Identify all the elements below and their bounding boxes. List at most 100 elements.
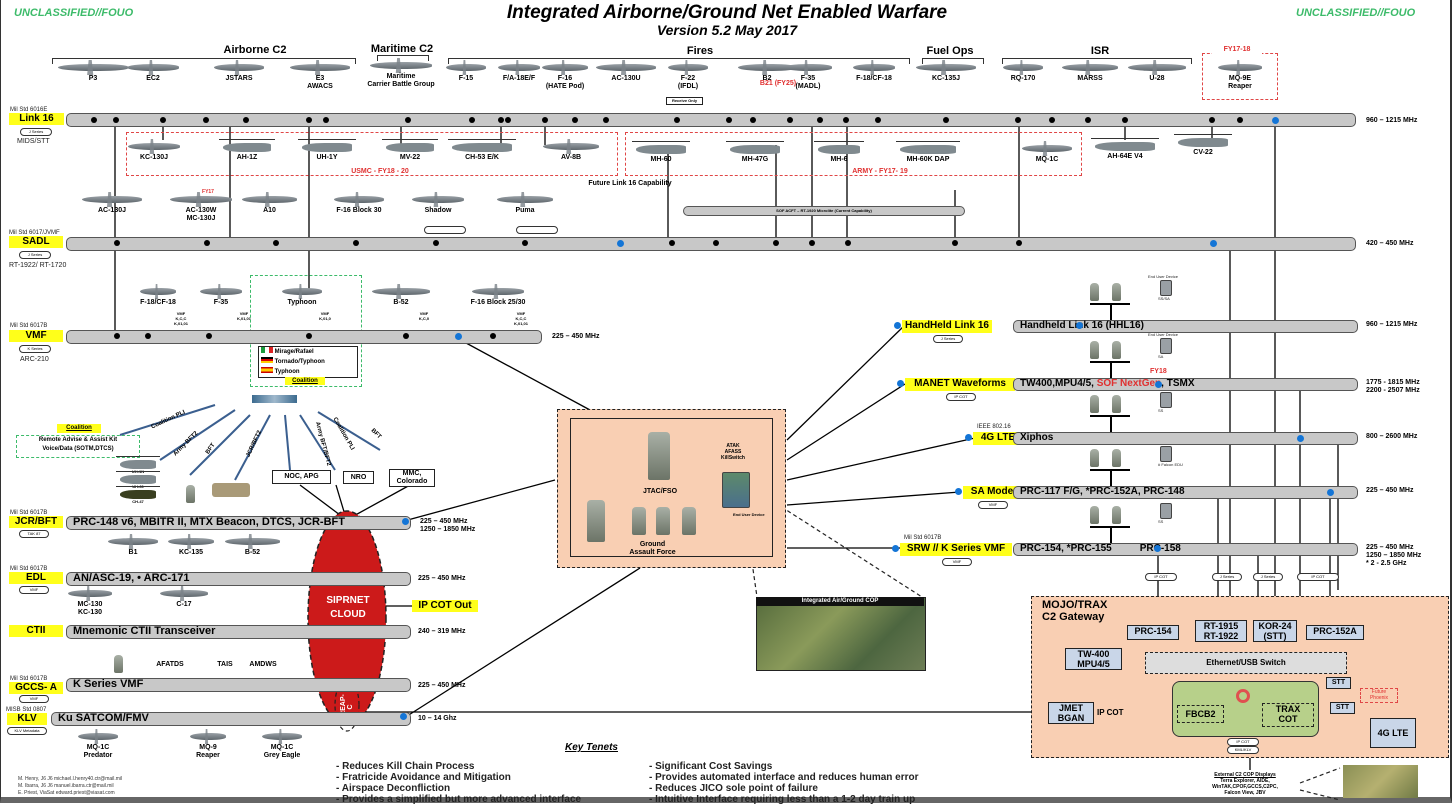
link16-freq: 960 – 1215 MHz [1366, 117, 1418, 124]
assault-label: Ground Assault Force [629, 541, 676, 556]
network-label-jcr[interactable]: JCR/BFT [9, 516, 63, 528]
connection-dot [243, 117, 249, 123]
connection-dot [952, 240, 958, 246]
sadl-platform: A10 [263, 207, 276, 214]
tenets-right: - Significant Cost Savings - Provides au… [649, 761, 919, 805]
connection-dot [353, 240, 359, 246]
bus-hhl16[interactable]: Handheld Link 16 (HHL16) [1013, 320, 1358, 333]
bus-link16[interactable] [66, 113, 1356, 127]
device-sub: SA [1158, 354, 1164, 359]
link-line [454, 336, 591, 411]
tenets-left: - Reduces Kill Chain Process - Fratricid… [336, 761, 581, 805]
army-platform: MQ-1C [1035, 156, 1059, 163]
network-label-klv[interactable]: KLV [7, 713, 47, 725]
link16-platform-icon [668, 64, 708, 71]
bus-ctii[interactable]: Mnemonic CTII Transceiver [66, 625, 411, 639]
vmf-platform: Typhoon [287, 299, 317, 306]
ethernet-switch[interactable]: Ethernet/USB Switch [1145, 652, 1347, 674]
bracket-airborne-c2 [52, 58, 356, 64]
soldier-icon [1112, 449, 1121, 467]
link-line [403, 567, 641, 719]
assault-soldier-icon [656, 507, 670, 535]
endpoint-dot [1155, 381, 1162, 388]
end-user-device-icon [1160, 392, 1172, 408]
bus-manet[interactable]: TW400,MPU4/5, SOF NextGen, TSMX [1013, 378, 1358, 391]
lte-box[interactable]: 4G LTE [1370, 718, 1416, 748]
network-label-lte[interactable]: 4G LTE [973, 432, 1023, 445]
trax-cot-box[interactable]: TRAX COT [1262, 703, 1314, 727]
sadl-platform-icon [412, 196, 464, 203]
out-pill-ipcot: IP COT [1227, 738, 1259, 746]
bus-lte[interactable]: Xiphos [1013, 432, 1358, 445]
hhl16-pill: J Series [933, 335, 963, 343]
bus-text: PRC-117 F/G, *PRC-152A, PRC-148 [1020, 486, 1185, 497]
stt-box-2[interactable]: STT [1330, 702, 1355, 714]
tenet-item: - Provides a simplified but more advance… [336, 794, 582, 805]
link16-platform: KC-135J [931, 75, 960, 82]
jtac-label: JTAC/FSO [642, 488, 678, 495]
device-sub: # Falcon EDU [1158, 462, 1183, 467]
contact-line: E. Priest, ViaSat edward.priest@viasat.c… [18, 790, 115, 796]
jcr-pill: TAK 87 [19, 530, 49, 538]
bus-vmf[interactable] [66, 330, 542, 344]
klv-below-platform: MQ-1C Grey Eagle [263, 744, 301, 759]
radio-kor24[interactable]: KOR-24 (STT) [1253, 620, 1297, 642]
bus-sa[interactable]: PRC-117 F/G, *PRC-152A, PRC-148 [1013, 486, 1358, 499]
network-label-srw[interactable]: SRW // K Series VMF [900, 543, 1012, 556]
link-line [786, 491, 961, 506]
feeder-pill: J Series [1212, 573, 1242, 581]
assault-soldier-icon [682, 507, 696, 535]
usmc-future-box [126, 132, 618, 176]
srw-std: Mil Std 6017B [904, 535, 942, 541]
sadl-sub: RT-1922/ RT-1720 [9, 262, 67, 269]
network-label-sa[interactable]: SA Mode [963, 486, 1021, 499]
radio-prc152a[interactable]: PRC-152A [1306, 625, 1364, 640]
tenet-item: - Intuitive Interface requiring less tha… [649, 794, 916, 805]
tenet-item: - Reduces JICO sole point of failure [649, 783, 818, 794]
jmet-bgan[interactable]: JMET BGAN [1048, 702, 1094, 724]
link16-platform: B2 [762, 75, 772, 82]
klv-freq: 10 – 14 Ghz [418, 715, 457, 722]
bus-gccs[interactable]: K Series VMF [66, 678, 411, 692]
network-label-gccs[interactable]: GCCS- A [9, 682, 63, 694]
other-platform: AH-64E V4 [1107, 153, 1143, 160]
radio-rt1915[interactable]: RT-1915 RT-1922 [1195, 620, 1247, 642]
contacts: M. Henry, J6 J6 michael.l.henry40.ctr@ma… [18, 776, 122, 797]
hhl16-freq: 960 – 1215 MHz [1366, 321, 1418, 328]
stt-box-1[interactable]: STT [1326, 677, 1351, 689]
link16-platform: F-15 [458, 75, 474, 82]
bus-sadl[interactable] [66, 237, 1356, 251]
bus-klv[interactable]: Ku SATCOM/FMV [51, 712, 411, 726]
soldier-icon [1112, 341, 1121, 359]
connection-dot [91, 117, 97, 123]
uh1n-icon [116, 456, 160, 469]
reaper-future-box [1202, 53, 1278, 100]
connection-dot [1015, 117, 1021, 123]
connection-dot [204, 240, 210, 246]
fbcb2-box[interactable]: FBCB2 [1177, 705, 1224, 723]
network-label-sadl[interactable]: SADL [9, 236, 63, 248]
network-label-link16[interactable]: Link 16 [9, 113, 64, 125]
jcr-below-platform-icon [168, 538, 214, 545]
soldier-icon [1090, 341, 1099, 359]
connection-dot [809, 240, 815, 246]
network-label-manet[interactable]: MANET Waveforms [905, 378, 1015, 391]
usmc-platform-icon [543, 143, 599, 150]
radio-prc154[interactable]: PRC-154 [1127, 625, 1179, 640]
network-label-hhl16[interactable]: HandHeld Link 16 [902, 320, 992, 333]
group-maritime-c2: Maritime C2 [370, 43, 434, 55]
coalition-item: Tornado/Typhoon [261, 357, 357, 367]
network-label-edl[interactable]: EDL [9, 572, 63, 584]
vmf-platform: B-52 [393, 299, 409, 306]
bus-srw[interactable]: PRC-154, *PRC-155PRC-158 [1013, 543, 1358, 556]
sof-bar[interactable]: SOF ACFT – RT-1920 Microlite (Current Ca… [683, 206, 965, 216]
bus-text: , TSMX [1161, 378, 1195, 389]
tw400-box[interactable]: TW-400 MPU4/5 [1065, 648, 1122, 670]
army-platform-icon [814, 141, 864, 154]
connection-dot [843, 117, 849, 123]
network-label-vmf[interactable]: VMF [9, 330, 63, 342]
bus-edl[interactable]: AN/ASC-19, • ARC-171 [66, 572, 411, 586]
bus-jcr[interactable]: PRC-148 v6, MBITR II, MTX Beacon, DTCS, … [66, 516, 411, 530]
network-label-ctii[interactable]: CTII [9, 625, 63, 637]
army-platform: MH-60 [650, 156, 672, 163]
